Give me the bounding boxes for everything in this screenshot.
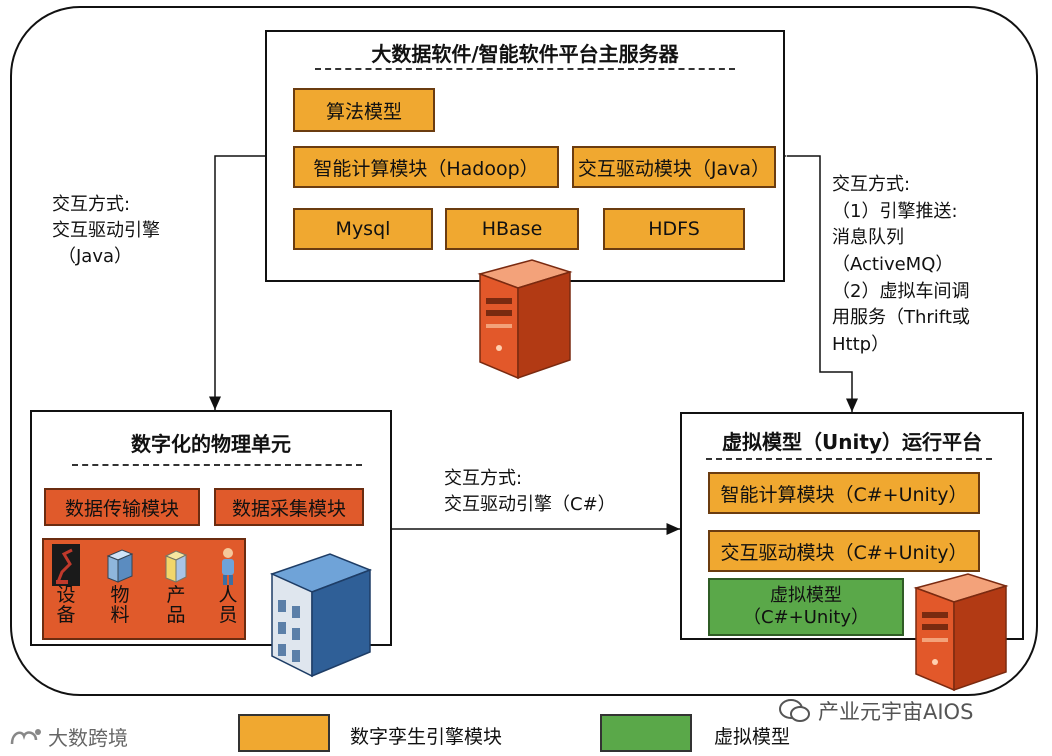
server-unity-arrow <box>773 150 858 412</box>
system-frame <box>10 6 1038 696</box>
legend-virtual-label: 虚拟模型 <box>714 726 791 748</box>
server-title: 大数据软件/智能软件平台主服务器 <box>371 42 679 66</box>
divider <box>315 68 735 70</box>
algorithm-module: 算法模型 <box>293 88 435 132</box>
compute-module: 智能计算模块（Hadoop） <box>293 146 559 188</box>
wechat-icon <box>779 699 810 722</box>
hbase-module: HBase <box>445 208 579 250</box>
main-server-panel: 大数据软件/智能软件平台主服务器 算法模型 智能计算模块（Hadoop） 交互驱… <box>265 30 785 282</box>
server-tower-icon-small <box>913 573 1009 692</box>
unity-platform-panel: 虚拟模型（Unity）运行平台 智能计算模块（C#+Unity） 交互驱动模块（… <box>680 412 1024 640</box>
resource-product: 产 品 <box>162 544 190 626</box>
physical-title: 数字化的物理单元 <box>131 432 291 456</box>
resource-equipment: 设 备 <box>52 544 80 626</box>
data-collect-module: 数据采集模块 <box>214 488 364 526</box>
divider <box>706 458 992 460</box>
watermark-left: 大数跨境 <box>8 722 128 751</box>
resources-box: 设 备 物 料 产 品 <box>42 538 246 640</box>
legend-virtual-swatch <box>600 714 692 752</box>
data-transfer-module: 数据传输模块 <box>44 488 200 526</box>
mysql-module: Mysql <box>293 208 433 250</box>
watermark-right: 产业元宇宙AIOS <box>778 696 973 726</box>
product-box-icon <box>164 550 188 583</box>
server-tower-icon <box>477 259 573 380</box>
material-crate-icon <box>106 549 134 583</box>
resource-material: 物 料 <box>106 544 134 626</box>
unity-compute-module: 智能计算模块（C#+Unity） <box>708 472 980 514</box>
bottom-interaction-label: 交互方式: 交互驱动引擎（C#） <box>444 468 616 516</box>
watermark-logo-icon <box>10 728 41 744</box>
physical-unit-panel: 数字化的物理单元 数据传输模块 数据采集模块 设 备 物 料 <box>30 410 392 646</box>
divider <box>72 464 362 466</box>
resource-personnel: 人 员 <box>214 544 242 626</box>
driver-module: 交互驱动模块（Java） <box>572 146 776 188</box>
virtual-model-module: 虚拟模型 （C#+Unity） <box>708 578 904 636</box>
left-interaction-label: 交互方式: 交互驱动引擎 （Java） <box>52 194 160 268</box>
legend-engine-label: 数字孪生引擎模块 <box>350 726 503 748</box>
right-interaction-label: 交互方式: （1）引擎推送: 消息队列 （ActiveMQ） （2）虚拟车间调 … <box>832 174 970 355</box>
unity-driver-module: 交互驱动模块（C#+Unity） <box>708 530 980 572</box>
legend-engine-swatch <box>238 714 330 752</box>
person-icon <box>222 548 234 585</box>
server-physical-arrow <box>209 150 279 410</box>
building-icon <box>269 553 373 678</box>
unity-title: 虚拟模型（Unity）运行平台 <box>722 430 982 454</box>
hdfs-module: HDFS <box>603 208 745 250</box>
robot-arm-icon <box>52 544 80 586</box>
